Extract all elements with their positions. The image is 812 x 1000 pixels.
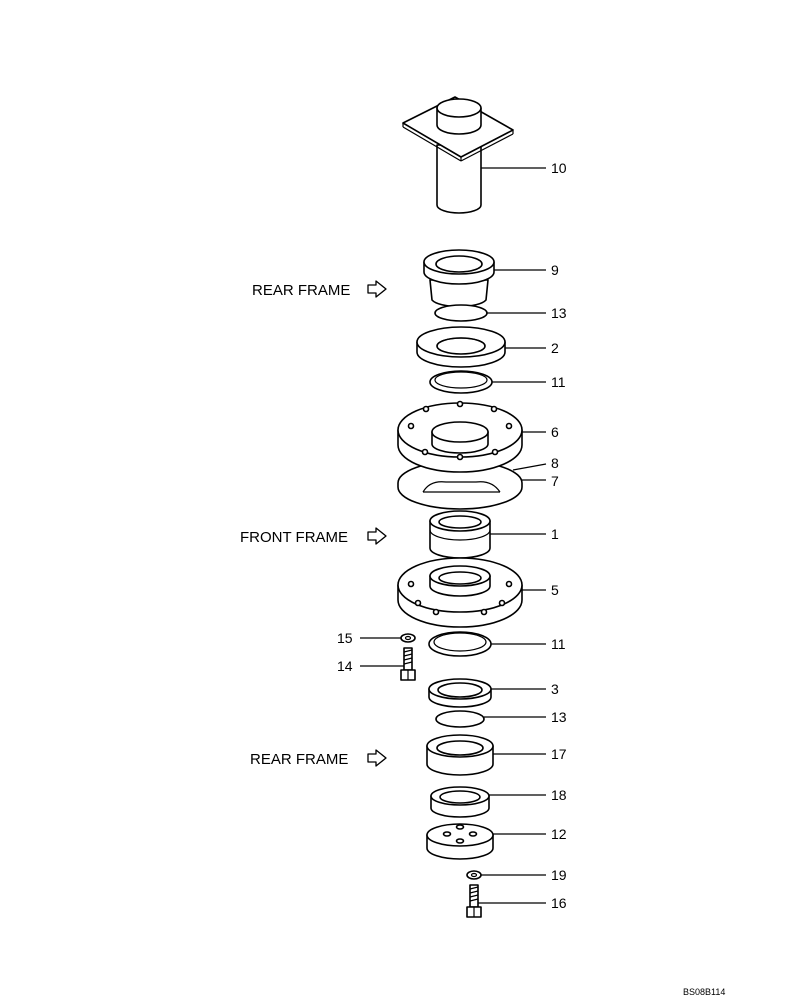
callout-8: 8	[551, 455, 559, 471]
callout-12: 12	[551, 826, 567, 842]
part-6-upper-housing	[397, 400, 523, 473]
part-17-collar	[426, 734, 494, 776]
part-10-pivot-pin	[402, 96, 514, 214]
callout-17: 17	[551, 746, 567, 762]
callout-10: 10	[551, 160, 567, 176]
part-18-bearing-cone	[430, 786, 490, 818]
part-15-washer	[400, 633, 416, 643]
callout-6: 6	[551, 424, 559, 440]
part-9-bushing	[423, 249, 495, 308]
part-11-seal-lower	[428, 631, 492, 657]
part-7-shim-plate	[397, 460, 523, 510]
right-arrow-icon	[367, 749, 387, 767]
part-19-washer	[466, 870, 482, 880]
right-arrow-icon	[367, 280, 387, 298]
callout-5: 5	[551, 582, 559, 598]
callout-1: 1	[551, 526, 559, 542]
callout-18: 18	[551, 787, 567, 803]
frame-label-front: FRONT FRAME	[240, 527, 387, 546]
callout-13-lower: 13	[551, 709, 567, 725]
part-14-bolt	[400, 647, 416, 681]
part-12-retainer-plate	[426, 823, 494, 860]
callout-7: 7	[551, 473, 559, 489]
part-2-bearing-race	[416, 326, 506, 368]
drawing-reference: BS08B114	[683, 987, 725, 997]
callout-3: 3	[551, 681, 559, 697]
callout-2: 2	[551, 340, 559, 356]
callout-19: 19	[551, 867, 567, 883]
part-5-lower-housing	[397, 557, 523, 628]
leader-lines	[360, 167, 547, 904]
callout-16: 16	[551, 895, 567, 911]
part-11-seal-upper	[429, 370, 493, 394]
part-3-bearing-race	[428, 678, 492, 708]
part-16-bolt	[466, 884, 482, 918]
callout-11-upper: 11	[551, 374, 566, 390]
callout-14: 14	[337, 658, 353, 674]
callout-13-upper: 13	[551, 305, 567, 321]
right-arrow-icon	[367, 527, 387, 545]
leader-8	[512, 463, 547, 471]
callout-15: 15	[337, 630, 353, 646]
frame-label-text: REAR FRAME	[250, 751, 348, 768]
callout-11-lower: 11	[551, 636, 566, 652]
frame-label-text: FRONT FRAME	[240, 529, 348, 546]
frame-label-rear-bottom: REAR FRAME	[250, 749, 387, 768]
part-13-shim-lower	[435, 710, 485, 728]
callout-numbers: 10 9 13 2 11 6 8 7 1 5 15 14 11 3 13 17 …	[337, 160, 567, 911]
frame-label-text: REAR FRAME	[252, 282, 350, 299]
part-1-bearing	[429, 510, 491, 559]
callout-9: 9	[551, 262, 559, 278]
frame-label-rear-top: REAR FRAME	[252, 280, 387, 299]
part-13-shim-upper	[434, 304, 488, 322]
